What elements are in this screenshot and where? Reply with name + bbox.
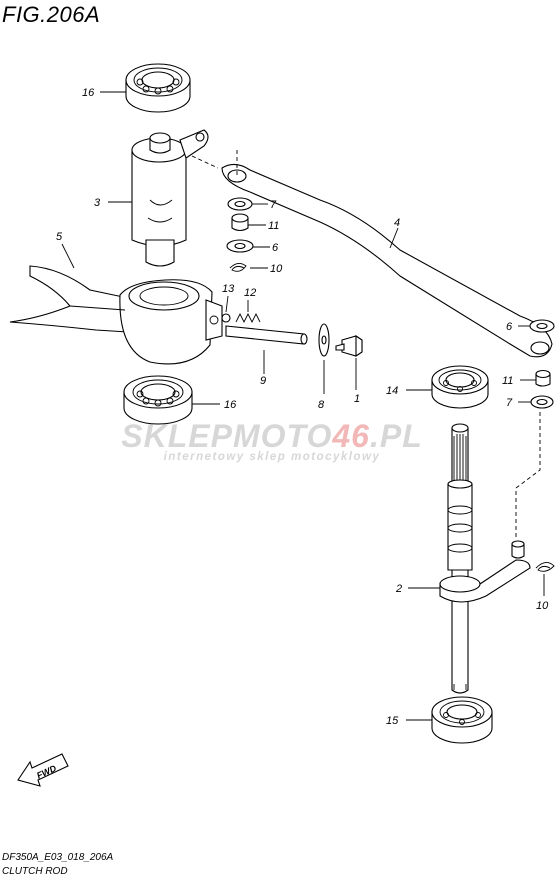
callout-10-right: 10 [536, 600, 549, 612]
figure-title: FIG.206A [2, 2, 101, 27]
callout-1: 1 [354, 393, 360, 405]
callout-13: 13 [222, 283, 235, 295]
callout-8: 8 [318, 399, 325, 411]
model-code: DF350A_E03_018_206A [2, 852, 114, 863]
watermark-subtitle: internetowy sklep motocyklowy [163, 451, 381, 463]
rod-9 [225, 325, 308, 345]
spring-12 [235, 312, 261, 324]
watermark: SKLEPMOTO46.PL internetowy sklep motocyk… [92, 418, 452, 463]
callout-11-top: 11 [268, 220, 279, 232]
callout-16-bottom: 16 [224, 399, 237, 411]
callout-16-top: 16 [82, 87, 95, 99]
cam-3 [131, 129, 209, 267]
callout-9: 9 [260, 375, 266, 387]
washer-8 [318, 323, 330, 357]
callout-7-top: 7 [270, 199, 277, 211]
ball-13 [221, 313, 231, 323]
callout-5: 5 [56, 231, 63, 243]
bearing-16-top [125, 63, 191, 113]
watermark-brand: SKLEPMOTO46.PL [92, 418, 452, 455]
clip-10-top [229, 263, 247, 272]
callout-3: 3 [94, 197, 101, 209]
washer-7-top [227, 197, 253, 211]
bearing-16-bottom [123, 375, 193, 425]
callout-11-right: 11 [502, 375, 513, 387]
fwd-arrow-icon: FWD [17, 753, 69, 787]
watermark-brand-main: SKLEPMOTO [121, 418, 333, 454]
bearing-15 [431, 696, 493, 744]
callout-14: 14 [386, 385, 398, 397]
washer-6-top [226, 239, 254, 253]
washer-6-right [529, 319, 555, 333]
callout-15: 15 [386, 715, 399, 727]
lever-4 [221, 163, 553, 358]
callout-12: 12 [244, 287, 256, 299]
callout-10-top: 10 [270, 263, 283, 275]
watermark-brand-accent: 46 [332, 418, 370, 454]
bolt-1 [335, 334, 363, 358]
watermark-brand-tail: .PL [369, 418, 423, 454]
fork-5 [9, 265, 223, 365]
collar-11-right [535, 369, 551, 387]
callout-6-top: 6 [272, 242, 279, 254]
clip-10-right [535, 562, 555, 572]
shaft-2 [439, 423, 531, 694]
bearing-14 [431, 365, 489, 409]
callout-7-right: 7 [506, 397, 513, 409]
washer-7-right [530, 395, 554, 409]
figure-caption: CLUTCH ROD [2, 866, 68, 877]
callout-6-right: 6 [506, 321, 513, 333]
callout-2: 2 [395, 583, 402, 595]
callout-4: 4 [394, 217, 400, 229]
collar-11-top [231, 213, 249, 232]
